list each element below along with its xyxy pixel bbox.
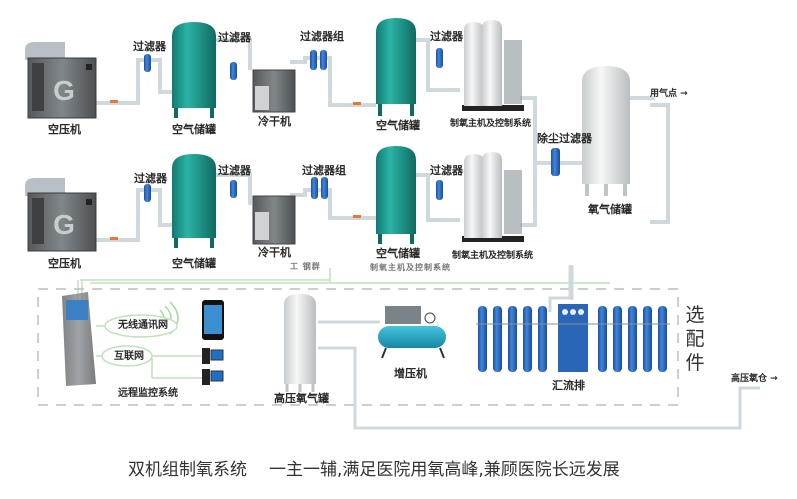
monitoring-kiosk	[62, 292, 96, 386]
label-manifold: 汇流排	[552, 379, 585, 392]
smartphone-icon	[202, 300, 224, 340]
filters-row1	[144, 48, 443, 80]
clouds	[101, 314, 178, 367]
cylinders-right	[598, 306, 667, 372]
pc-icons	[202, 348, 224, 385]
caption-subtitle: 一主一辅,满足医院用氧高峰,兼顾医院长远发展	[269, 460, 620, 480]
label-booster: 增压机	[394, 367, 427, 380]
label-generator-2: 制氧主机及控制系统	[452, 251, 534, 261]
label-ghost-1: 工 钢群	[290, 262, 321, 271]
booster	[378, 306, 446, 359]
label-remote-monitoring: 远程监控系统	[118, 388, 178, 399]
label-generator-1: 制氧主机及控制系统	[450, 119, 532, 129]
label-air-tank-3: 空气储罐	[172, 257, 216, 270]
manifold-cabinet	[558, 304, 588, 372]
label-dryer-2: 冷干机	[258, 246, 291, 259]
network-lines	[96, 325, 205, 379]
optional-char-3: 件	[685, 352, 705, 374]
label-ghost-2: 制氧主机及控制系统	[370, 263, 451, 272]
filters-row2	[144, 177, 443, 202]
label-wireless-network: 无线通讯网	[118, 320, 168, 331]
label-filter-group: 过滤器组	[300, 30, 344, 43]
label-dust-filter: 除尘过滤器	[537, 132, 592, 145]
hp-oxygen-tank	[284, 294, 316, 392]
dryers	[252, 69, 296, 245]
air-tanks	[172, 18, 416, 248]
generators	[462, 20, 524, 242]
svg-text:G: G	[53, 209, 75, 240]
label-dryer-1: 冷干机	[258, 115, 291, 128]
optional-accessories-label: 选 配 件	[684, 303, 706, 375]
cylinders-left	[478, 306, 547, 372]
label-hp-oxygen-tank: 高压氧气罐	[274, 392, 329, 405]
label-oxygen-tank: 氧气储罐	[588, 203, 632, 216]
label-filter-3: 过滤器	[430, 30, 463, 43]
label-filter-1: 过滤器	[133, 40, 166, 53]
label-compressor-1: 空压机	[48, 123, 81, 136]
valves	[110, 100, 361, 240]
label-compressor-2: 空压机	[48, 257, 81, 270]
label-air-tank-1: 空气储罐	[172, 123, 216, 136]
label-air-tank-4: 空气储罐	[376, 247, 420, 260]
label-filter-4: 过滤器	[134, 172, 167, 185]
control-lines	[77, 268, 610, 300]
label-hp-chamber: 高压氧仓 →	[731, 374, 778, 384]
compressor-1: G	[25, 42, 97, 119]
label-filter-2: 过滤器	[218, 31, 251, 44]
diagram-caption: 双机组制氧系统 一主一辅,满足医院用氧高峰,兼顾医院长远发展	[128, 455, 620, 480]
compressor-2: G	[25, 178, 97, 252]
caption-title: 双机组制氧系统	[128, 460, 247, 480]
optional-char-1: 选	[685, 304, 705, 326]
dust-filter	[551, 148, 560, 176]
lower-pipes	[318, 265, 760, 430]
svg-text:G: G	[53, 75, 75, 106]
label-air-tank-2: 空气储罐	[376, 119, 420, 132]
label-gas-point: 用气点 →	[650, 89, 688, 99]
label-filter-6: 过滤器	[430, 164, 463, 177]
label-internet: 互联网	[114, 351, 144, 362]
label-filter-5: 过滤器	[218, 164, 251, 177]
oxygen-storage-tank	[582, 66, 630, 196]
label-filter-group-2: 过滤器组	[302, 164, 346, 177]
optional-char-2: 配	[685, 328, 705, 350]
